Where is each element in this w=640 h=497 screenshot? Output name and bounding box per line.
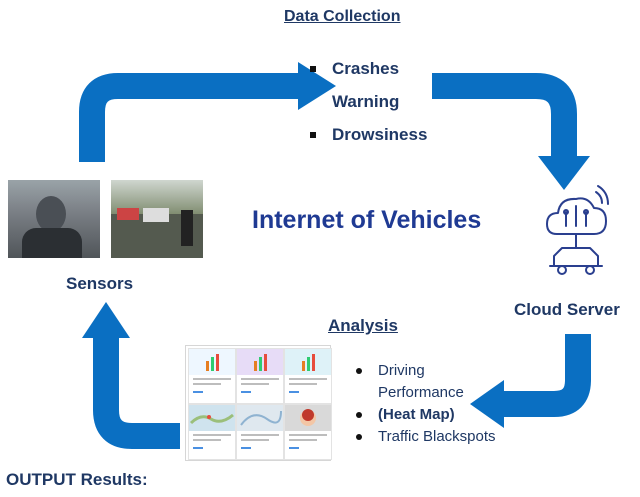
arrow-cloud-to-analysis <box>500 334 591 417</box>
dashboard-tile <box>188 348 236 404</box>
center-title: Internet of Vehicles <box>252 206 482 234</box>
list-item: Warning <box>332 92 400 111</box>
arrow-head-up <box>82 302 130 338</box>
dashboard-tile <box>188 404 236 460</box>
list-item: Drowsiness <box>306 118 427 151</box>
list-item: Performance <box>378 384 464 401</box>
output-results-label: OUTPUT Results: <box>6 470 148 489</box>
dashboard-tile <box>284 404 332 460</box>
dashboard-tile <box>236 404 284 460</box>
list-item: Traffic Blackspots <box>352 426 496 448</box>
arrow-analysis-to-sensors <box>93 334 180 449</box>
data-collection-list: Crashes Warning Drowsiness <box>306 52 427 151</box>
list-item: Crashes <box>306 52 427 85</box>
dashboard-tile <box>284 348 332 404</box>
analysis-title: Analysis <box>328 316 398 335</box>
arrow-head-left <box>470 380 504 428</box>
analysis-dashboard-thumbnail <box>185 345 332 461</box>
arrow-head-right <box>298 62 336 110</box>
sensors-label: Sensors <box>66 274 134 293</box>
cloud-server-label: Cloud Server <box>514 300 620 319</box>
list-item: (Heat Map) <box>352 404 496 426</box>
arrow-data-to-cloud <box>432 73 577 160</box>
data-collection-title: Data Collection <box>284 8 401 25</box>
analysis-list: Driving Performance (Heat Map) Traffic B… <box>352 360 496 448</box>
dashboard-tile <box>236 348 284 404</box>
arrow-head-down-cloud <box>538 156 590 190</box>
list-item: Driving <box>352 360 496 382</box>
road-camera-photo <box>111 180 203 258</box>
cloud-server-icon <box>546 185 609 275</box>
arrow-sensors-to-data <box>79 73 300 162</box>
driver-camera-photo <box>8 180 100 258</box>
